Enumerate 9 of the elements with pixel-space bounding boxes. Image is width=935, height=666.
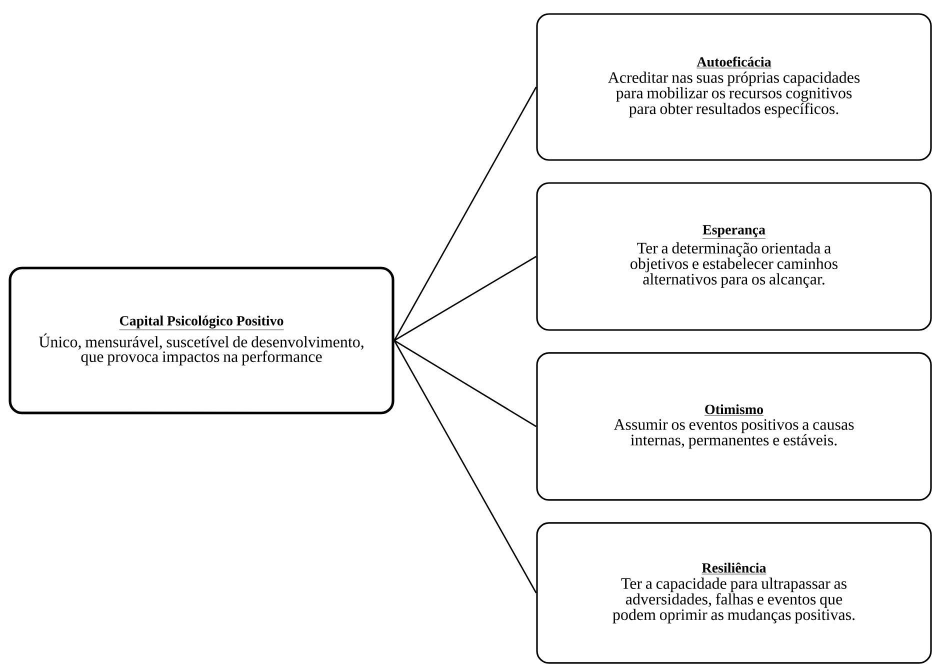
connector-line xyxy=(394,340,537,428)
dimension-box: Resiliência Ter a capacidade para ultrapassar as adversidades, falhas e eventos que podem oprimir as mudanças positivas. xyxy=(536,522,932,664)
dimension-box: Autoeficácia Acreditar nas suas próprias capacidades para mobilizar os recursos cognitivos para obter resultados específicos. xyxy=(536,13,932,161)
central-concept-box: Capital Psicológico Positivo Único, mensurável, suscetível de desenvolvimento, que provoca impactos na performance xyxy=(8,266,394,414)
dimension-box: Otimismo Assumir os eventos positivos a causas internas, permanentes e estáveis. xyxy=(536,352,932,501)
connector-line xyxy=(394,256,537,342)
dimension-box: Esperança Ter a determinação orientada a objetivos e estabelecer caminhos alternativos para os alcançar. xyxy=(536,182,932,331)
connector-line xyxy=(394,86,537,341)
connector-line xyxy=(394,340,537,594)
